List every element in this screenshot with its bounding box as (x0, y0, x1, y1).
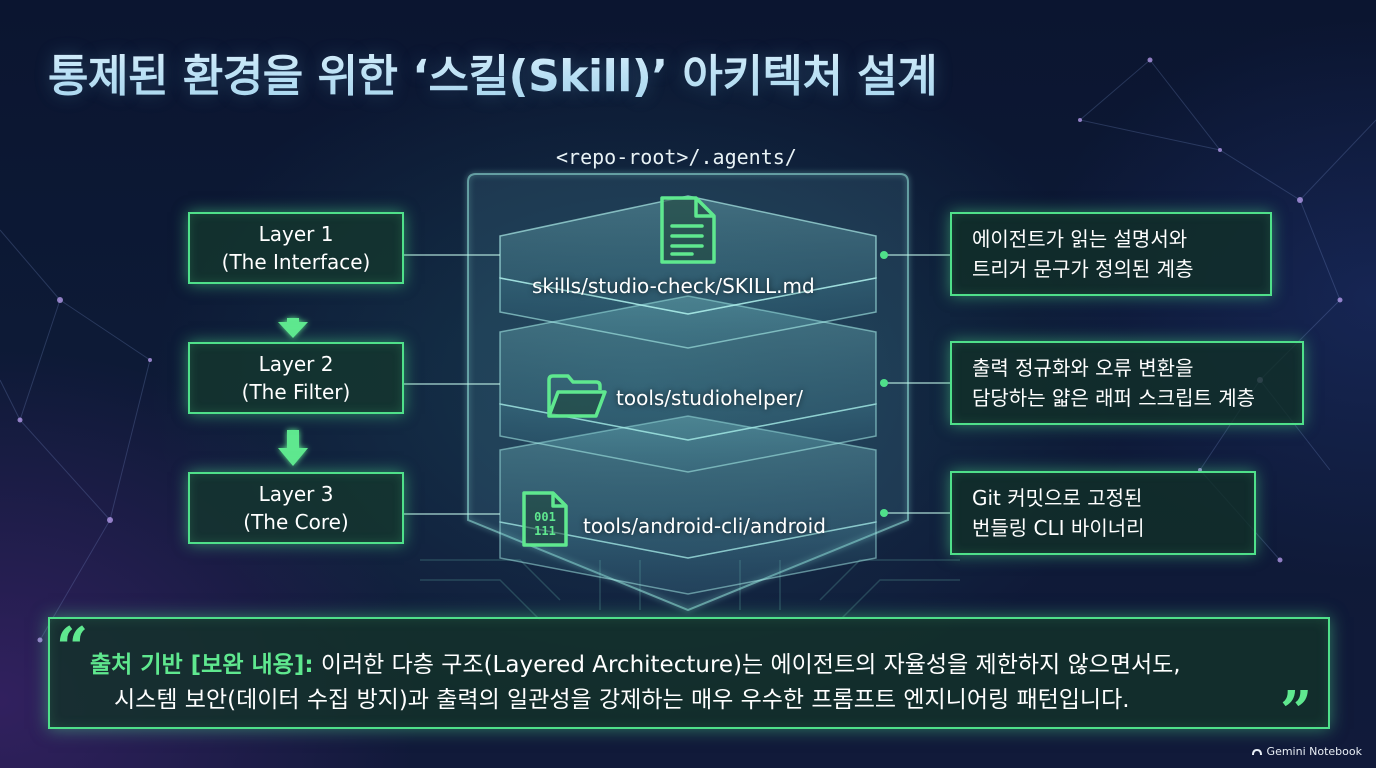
binary-icon-text-2: 111 (534, 524, 556, 538)
open-quote-icon: “ (56, 615, 89, 681)
brand-label: Gemini Notebook (1266, 745, 1362, 758)
gemini-icon (1251, 749, 1262, 755)
description-3-line-1: Git 커밋으로 고정된 (972, 486, 1143, 510)
layer-2-role: (The Filter) (241, 380, 351, 404)
quote-line-1-text: 이러한 다층 구조(Layered Architecture)는 에이전트의 자… (313, 652, 1181, 678)
description-2-line-2: 담당하는 얇은 래퍼 스크립트 계층 (972, 386, 1256, 410)
layer-3-box: Layer 3 (The Core) (188, 472, 404, 544)
close-quote-icon: ” (1280, 679, 1313, 745)
page-title: 통제된 환경을 위한 ‘스킬(Skill)’ 아키텍처 설계 (48, 40, 938, 104)
path-label-studiohelper: tools/studiohelper/ (616, 386, 803, 410)
description-box-1: 에이전트가 읽는 설명서와 트리거 문구가 정의된 계층 (950, 212, 1272, 296)
description-3-line-2: 번들링 CLI 바이너리 (972, 516, 1145, 540)
description-box-3: Git 커밋으로 고정된 번들링 CLI 바이너리 (950, 471, 1256, 555)
layer-2-name: Layer 2 (258, 352, 334, 376)
path-label-android-cli: tools/android-cli/android (583, 514, 826, 538)
folder-icon (547, 374, 607, 418)
layer-3-role: (The Core) (243, 510, 349, 534)
description-box-2: 출력 정규화와 오류 변환을 담당하는 얇은 래퍼 스크립트 계층 (950, 341, 1304, 425)
layer-1-name: Layer 1 (258, 222, 334, 246)
down-arrow-icon (278, 318, 308, 466)
layer-1-box: Layer 1 (The Interface) (188, 212, 404, 284)
brand-watermark: Gemini Notebook (1251, 745, 1362, 758)
document-icon (660, 196, 716, 264)
path-label-skill-md: skills/studio-check/SKILL.md (532, 274, 815, 298)
description-1-line-1: 에이전트가 읽는 설명서와 (972, 227, 1188, 251)
quote-box (48, 617, 1330, 729)
binary-file-icon: 001 111 (521, 490, 569, 548)
layer-3-name: Layer 3 (258, 482, 334, 506)
quote-source-label: 출처 기반 [보완 내용]: (90, 652, 314, 678)
repo-root-label: <repo-root>/.agents/ (556, 145, 797, 169)
quote-line-1: 출처 기반 [보완 내용]: 이러한 다층 구조(Layered Archite… (90, 645, 1181, 679)
description-2-line-1: 출력 정규화와 오류 변환을 (972, 356, 1194, 380)
description-1-line-2: 트리거 문구가 정의된 계층 (972, 257, 1194, 281)
binary-icon-text-1: 001 (534, 510, 556, 524)
layer-2-box: Layer 2 (The Filter) (188, 342, 404, 414)
quote-line-2: 시스템 보안(데이터 수집 방지)과 출력의 일관성을 강제하는 매우 우수한 … (114, 687, 1130, 713)
layer-1-role: (The Interface) (221, 250, 371, 274)
